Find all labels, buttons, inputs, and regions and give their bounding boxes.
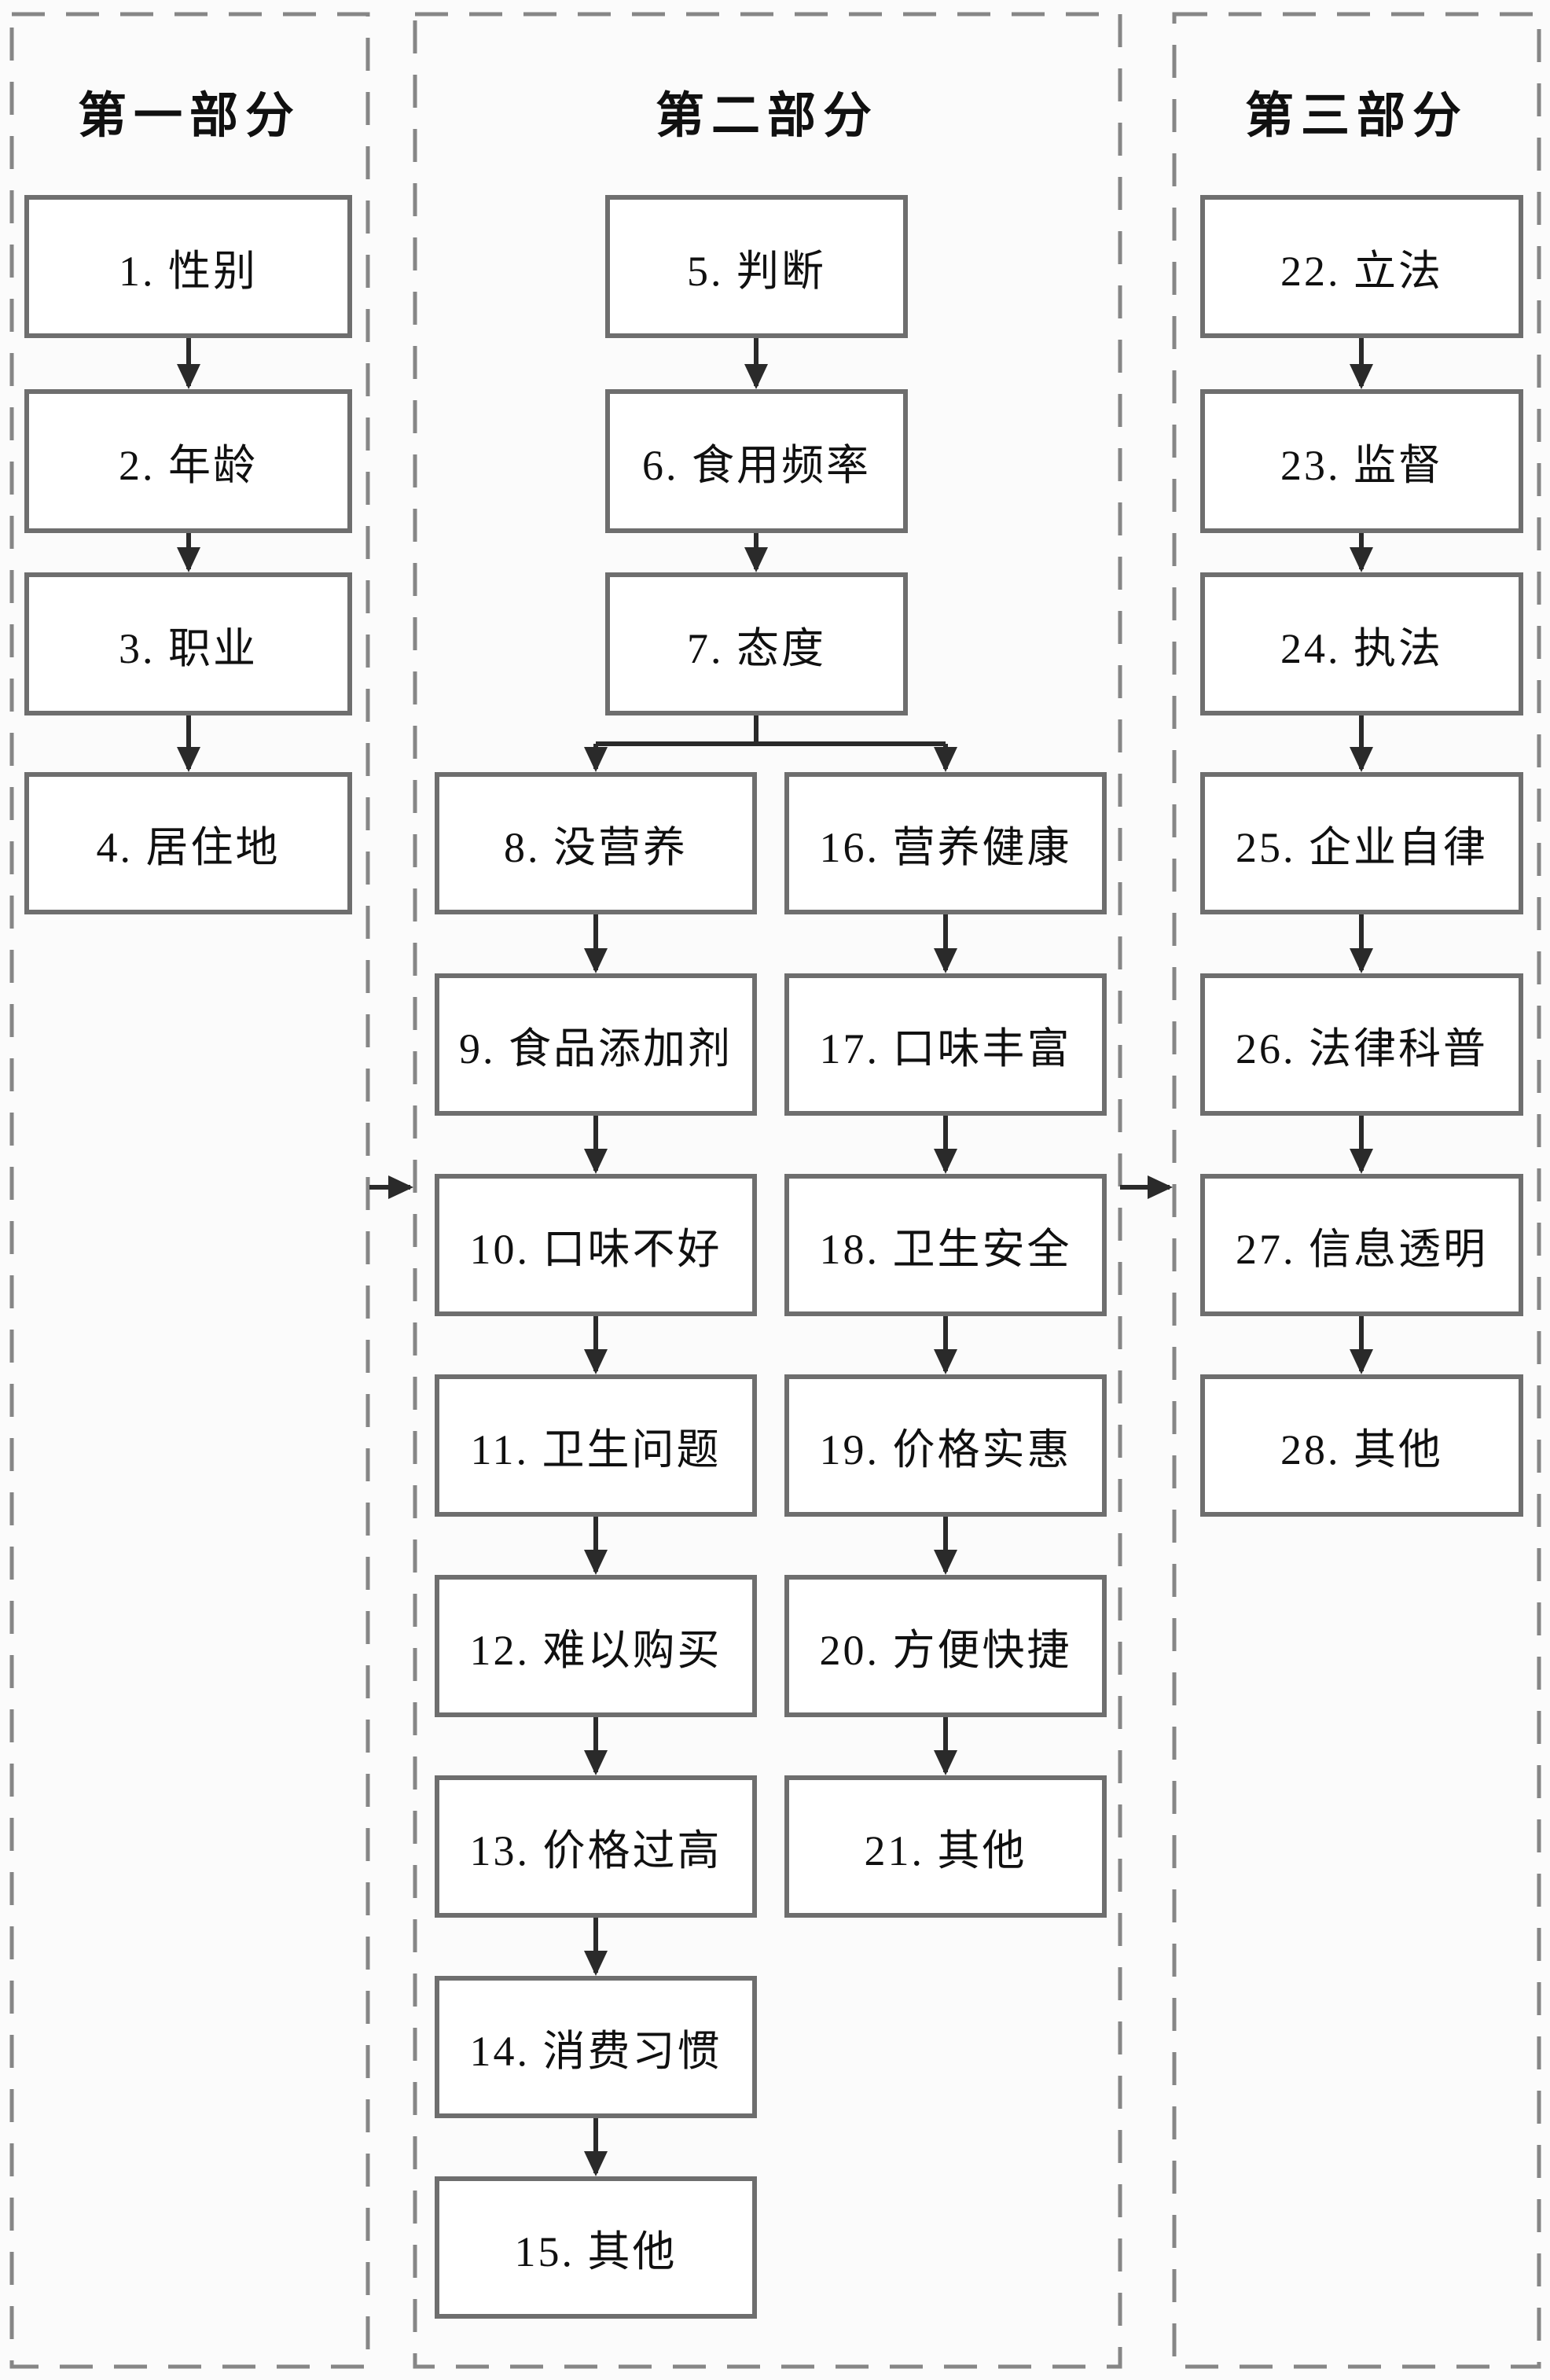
section-boundary-part2: [413, 12, 1122, 2369]
flow-box-16: 16. 营养健康: [784, 772, 1107, 914]
flow-box-12: 12. 难以购买: [435, 1575, 757, 1717]
flow-box-8: 8. 没营养: [435, 772, 757, 914]
flow-box-2: 2. 年龄: [24, 389, 352, 533]
section-title-part2: 第二部分: [655, 90, 880, 143]
flow-box-1: 1. 性别: [24, 195, 352, 338]
section-boundary-part1: [9, 12, 370, 2369]
section-boundary-part3: [1172, 12, 1541, 2369]
flow-box-15: 15. 其他: [435, 2176, 757, 2319]
flow-box-21: 21. 其他: [784, 1775, 1107, 1918]
flow-box-10: 10. 口味不好: [435, 1174, 757, 1316]
flow-box-9: 9. 食品添加剂: [435, 973, 757, 1116]
flow-box-11: 11. 卫生问题: [435, 1374, 757, 1517]
section-title-part3: 第三部分: [1244, 90, 1469, 143]
section-title-part1: 第一部分: [77, 90, 302, 143]
flow-box-18: 18. 卫生安全: [784, 1174, 1107, 1316]
flow-box-26: 26. 法律科普: [1200, 973, 1523, 1116]
flow-box-19: 19. 价格实惠: [784, 1374, 1107, 1517]
flow-box-7: 7. 态度: [605, 572, 908, 715]
flow-box-22: 22. 立法: [1200, 195, 1523, 338]
flow-box-3: 3. 职业: [24, 572, 352, 715]
flow-box-4: 4. 居住地: [24, 772, 352, 914]
flow-box-20: 20. 方便快捷: [784, 1575, 1107, 1717]
flow-box-27: 27. 信息透明: [1200, 1174, 1523, 1316]
flow-box-25: 25. 企业自律: [1200, 772, 1523, 914]
flow-box-6: 6. 食用频率: [605, 389, 908, 533]
flow-box-13: 13. 价格过高: [435, 1775, 757, 1918]
flow-box-28: 28. 其他: [1200, 1374, 1523, 1517]
flow-box-5: 5. 判断: [605, 195, 908, 338]
flow-box-23: 23. 监督: [1200, 389, 1523, 533]
flow-box-17: 17. 口味丰富: [784, 973, 1107, 1116]
flow-box-14: 14. 消费习惯: [435, 1976, 757, 2118]
flow-box-24: 24. 执法: [1200, 572, 1523, 715]
